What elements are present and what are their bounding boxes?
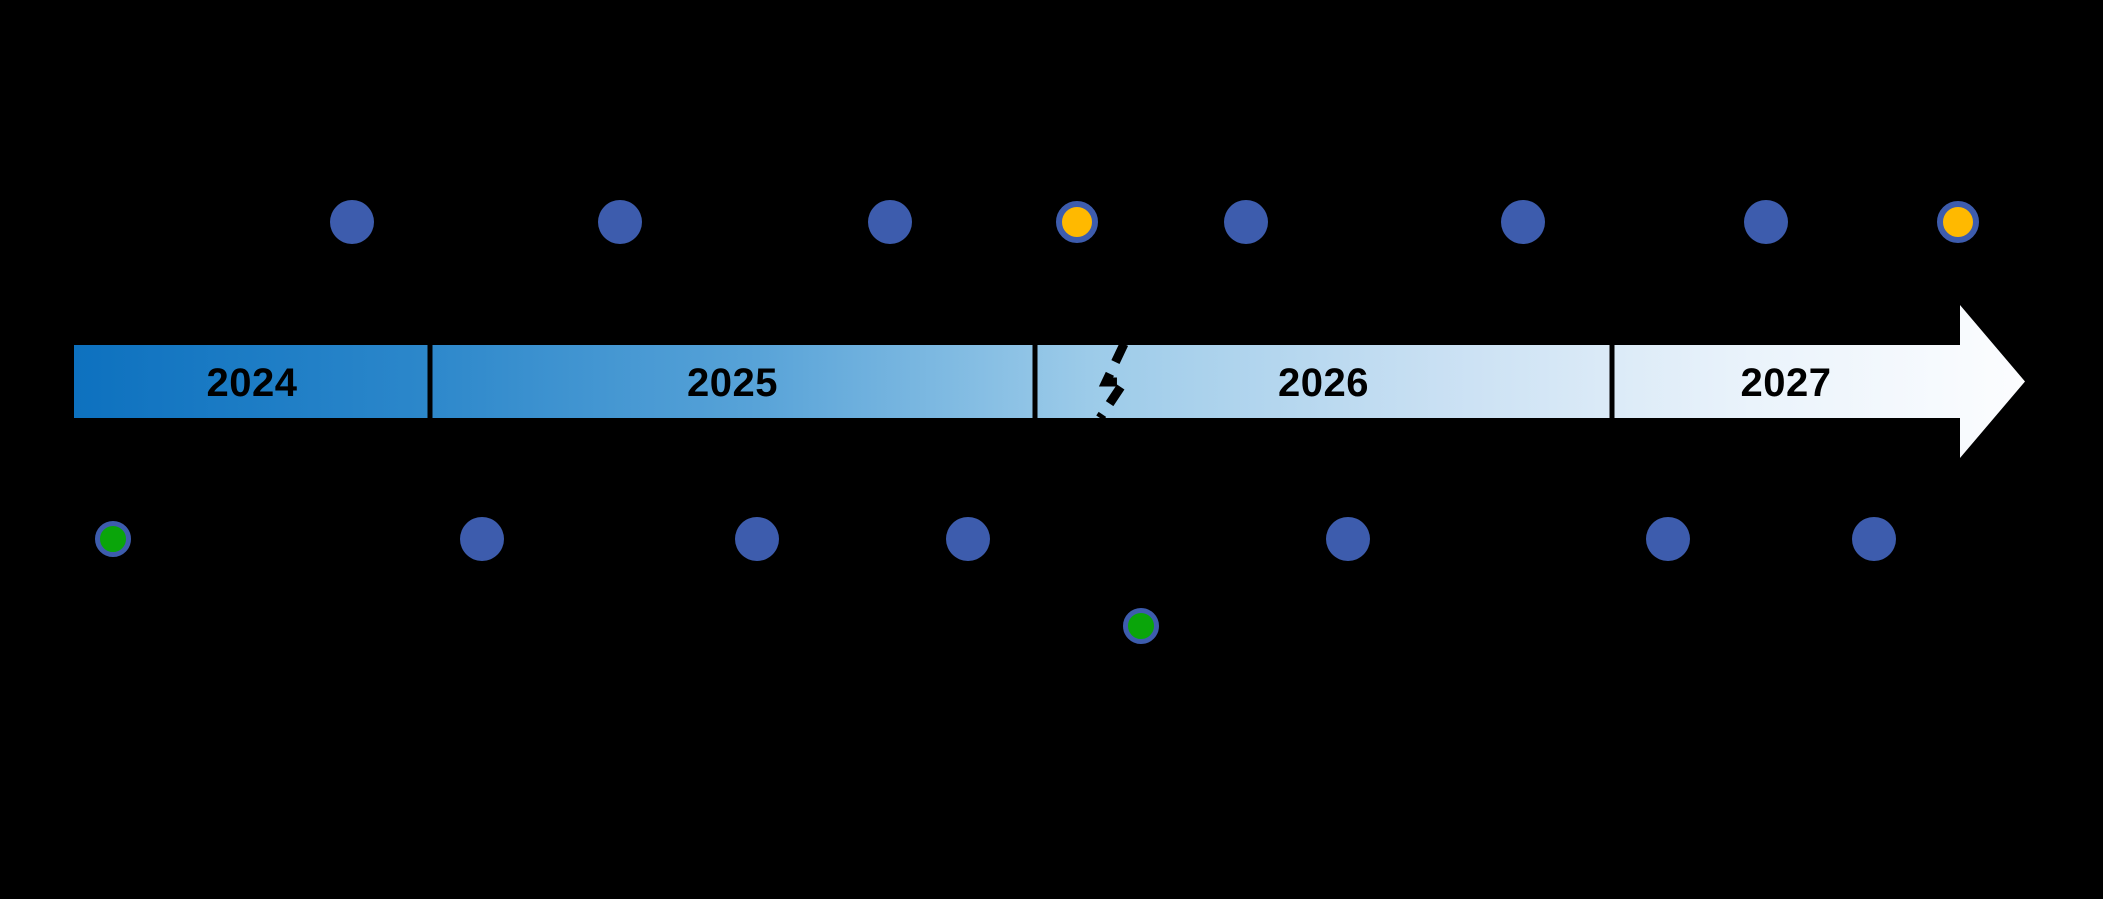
milestone-marker-lower-5[interactable] — [1326, 517, 1370, 561]
milestone-marker-lower-1-start[interactable] — [95, 521, 131, 557]
milestone-marker-lower-3[interactable] — [735, 517, 779, 561]
milestone-marker-upper-8-key[interactable] — [1937, 201, 1979, 243]
milestone-marker-upper-3[interactable] — [868, 200, 912, 244]
milestone-marker-upper-6[interactable] — [1501, 200, 1545, 244]
milestone-marker-lower-4[interactable] — [946, 517, 990, 561]
milestone-marker-offset-1[interactable] — [1123, 608, 1159, 644]
milestone-marker-lower-7[interactable] — [1852, 517, 1896, 561]
milestone-marker-upper-2[interactable] — [598, 200, 642, 244]
timeline-break-zigzag-icon — [1096, 342, 1133, 421]
milestone-marker-upper-1[interactable] — [330, 200, 374, 244]
milestone-marker-upper-5[interactable] — [1224, 200, 1268, 244]
milestone-marker-lower-2[interactable] — [460, 517, 504, 561]
timeline-arrow-shape — [74, 305, 2025, 458]
milestone-marker-lower-6[interactable] — [1646, 517, 1690, 561]
milestone-marker-upper-7[interactable] — [1744, 200, 1788, 244]
milestone-marker-upper-4-key[interactable] — [1056, 201, 1098, 243]
